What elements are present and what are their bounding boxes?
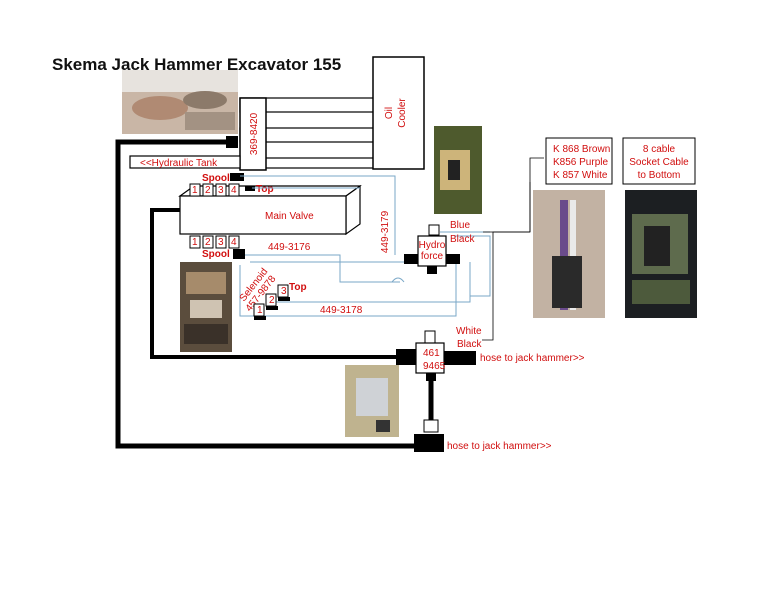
part-461-label: 461 [423,348,440,359]
svg-text:1: 1 [192,185,198,196]
wire-color-2: K856 Purple [553,157,608,168]
hose-label-2: hose to jack hammer>> [447,441,552,452]
top-marker [245,186,255,191]
top-label: Top [256,184,274,195]
photo-hydro-force [434,126,482,214]
svg-text:3: 3 [218,185,224,196]
photo-hydraulic-fitting [122,70,238,134]
svg-text:2: 2 [205,237,211,248]
part-449-3176-label: 449-3176 [268,242,311,253]
photo-clamp [345,365,399,437]
svg-text:3: 3 [281,286,287,297]
socket-note-2: Socket Cable [629,157,689,168]
hydro-force-valve [404,224,460,274]
return-hose-fitting [226,136,238,148]
diagram-title: Skema Jack Hammer Excavator 155 [52,55,341,74]
socket-note-3: to Bottom [638,170,681,181]
hydraulic-tank-label: <<Hydraulic Tank [140,158,218,169]
part-449-3179-label: 449-3179 [380,210,391,253]
spool-label-top: Spool [202,173,230,184]
socket-note-1: 8 cable [643,144,676,155]
black-wire-label: Black [450,234,475,245]
lower-fitting-top [423,419,439,433]
wire-color-1: K 868 Brown [553,144,610,155]
wire-color-box [545,137,613,185]
svg-text:4: 4 [231,185,237,196]
blue-wire-label: Blue [450,220,470,231]
hydraulic-tank-bar [129,155,241,169]
white-wire-label: White [456,326,482,337]
svg-text:2: 2 [269,295,275,306]
spool-bottom-cap [233,249,245,259]
wire-lead-2 [482,157,544,341]
svg-text:2: 2 [205,185,211,196]
svg-text:4: 4 [231,237,237,248]
photo-socket-cable [625,190,697,318]
main-valve-label: Main Valve [265,211,314,222]
black-wire-label-2: Black [457,339,482,350]
part-9465-label: 9465 [423,361,446,372]
part-369-label: 369-8420 [249,112,260,155]
spool-group-top: 1 2 3 4 [189,183,240,197]
photo-connector-wires [533,190,605,318]
oil-cooler-box [372,56,425,170]
selenoid-top-label: Top [289,282,307,293]
part-449-3178-label: 449-3178 [320,305,363,316]
pilot-lines [239,175,491,317]
svg-text:3: 3 [218,237,224,248]
jack-hammer-valve [396,330,476,381]
photo-valve-area [180,262,232,352]
spool-top-cap [230,173,244,181]
hose-label-1: hose to jack hammer>> [480,353,585,364]
svg-text:1: 1 [192,237,198,248]
selenoid-valves: 1 2 3 [253,284,290,320]
socket-note-box [622,137,696,185]
return-hose [115,139,416,449]
lower-fitting [414,434,444,452]
svg-text:1: 1 [257,305,263,316]
spool-group-bottom: 1 2 3 4 [189,235,240,249]
spool-label-bottom: Spool [202,249,230,260]
filter-block [239,97,267,171]
wire-color-3: K 857 White [553,170,608,181]
